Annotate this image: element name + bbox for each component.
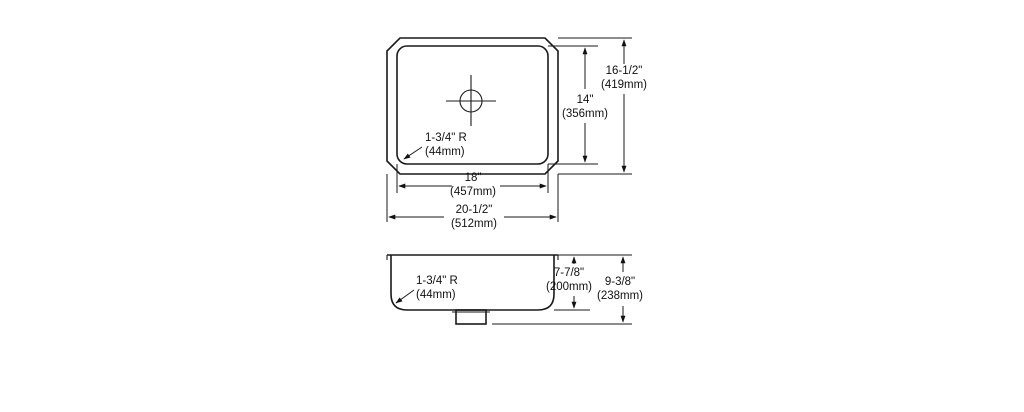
inner-width-inch-label: 18" [465, 172, 482, 184]
inner-width-mm-label: (457mm) [450, 186, 496, 198]
top-radius-inch-label: 1-3/4" R [425, 132, 467, 144]
overall-depth-inch-label: 9-3/8" [605, 276, 635, 288]
bowl-depth-inch-label: 7-7/8" [554, 267, 584, 279]
side-view: 7-7/8" (200mm) 9-3/8" (238mm) 1-3/4" R (… [386, 254, 643, 325]
inner-length-inch-label: 14" [577, 94, 594, 106]
side-radius-mm-label: (44mm) [416, 289, 456, 301]
overall-depth-mm-label: (238mm) [597, 290, 643, 302]
sink-outer-rim [386, 37, 559, 175]
overall-width-mm-label: (512mm) [451, 218, 497, 230]
top-radius-leader [403, 146, 423, 160]
side-radius-inch-label: 1-3/4" R [416, 275, 458, 287]
overall-length-inch-label: 16-1/2" [606, 65, 643, 77]
top-view: 18" (457mm) 20-1/2" (512mm) 14" (356mm) … [386, 37, 647, 230]
bowl-depth-mm-label: (200mm) [546, 281, 592, 293]
overall-width-inch-label: 20-1/2" [456, 204, 493, 216]
overall-length-mm-label: (419mm) [601, 79, 647, 91]
side-radius-leader [395, 289, 415, 304]
side-drain-outlet [455, 309, 487, 325]
inner-length-mm-label: (356mm) [562, 108, 608, 120]
sink-inner-bowl [396, 45, 549, 165]
top-radius-mm-label: (44mm) [425, 146, 465, 158]
